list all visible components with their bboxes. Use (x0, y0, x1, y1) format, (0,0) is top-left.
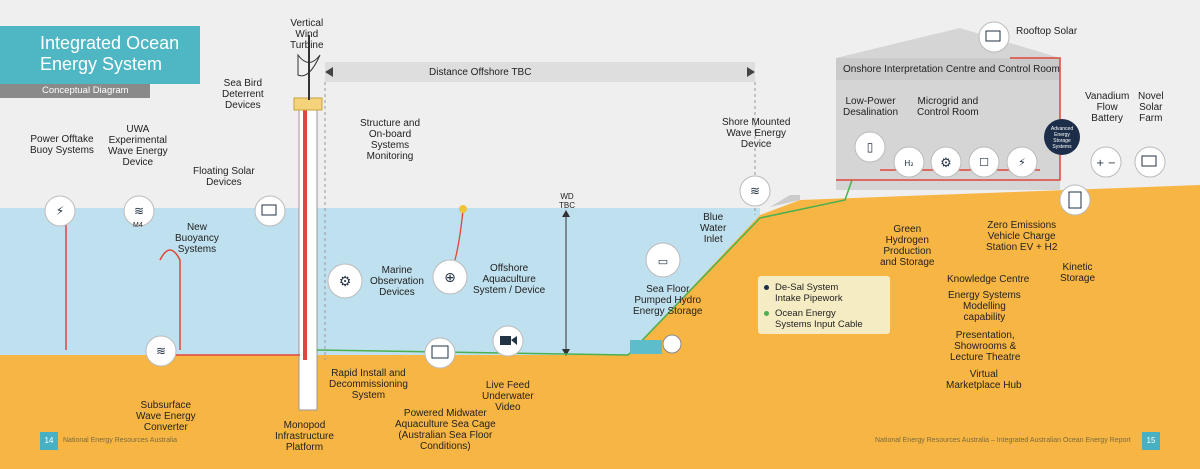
monopod-tower (298, 109, 318, 411)
legend-desal: De-Sal System Intake Pipework (764, 282, 843, 304)
distance-label: Distance Offshore TBC (429, 67, 532, 78)
power-offtake-label: Power Offtake Buoy Systems (30, 134, 94, 156)
pump-wheel (662, 334, 682, 354)
vanadium-battery-icon: + − (1090, 146, 1122, 178)
sea-floor-hydro-label: Sea Floor Pumped Hydro Energy Storage (633, 284, 703, 317)
shore-steps (770, 195, 800, 207)
zero-emissions-label: Zero Emissions Vehicle Charge Station EV… (986, 220, 1058, 253)
legend-cable-text: Ocean Energy Systems Input Cable (775, 308, 863, 330)
hydrogen-tank-icon: H₂ (893, 146, 925, 178)
uwa-wave-icon: ≋ (123, 195, 155, 227)
vanadium-label: Vanadium Flow Battery (1085, 91, 1130, 124)
power-offtake-icon: ⚡ (44, 195, 76, 227)
footer-left-text: National Energy Resources Australia (63, 437, 178, 444)
monopod-label: Monopod Infrastructure Platform (275, 420, 334, 453)
marine-observation-icon: ⚙ (327, 263, 363, 299)
svg-text:⊕: ⊕ (444, 270, 456, 286)
monopod-cable (303, 110, 307, 360)
shore-wave-icon: ≋ (739, 175, 771, 207)
legend-box (758, 276, 890, 334)
floating-solar-icon (254, 195, 286, 227)
shore-wave-label: Shore Mounted Wave Energy Device (722, 117, 791, 150)
new-buoyancy-label: New Buoyancy Systems (175, 222, 219, 255)
knowledge-centre-label: Knowledge Centre (947, 274, 1030, 285)
svg-text:▯: ▯ (867, 140, 874, 154)
onshore-title-bar (836, 58, 1060, 80)
structure-monitoring-label: Structure and On-board Systems Monitorin… (360, 118, 421, 162)
page-number-right: 15 (1142, 432, 1160, 450)
blue-water-inlet-label: Blue Water Inlet (700, 212, 727, 245)
m4-tag: M4 (133, 222, 143, 229)
uwa-device-label: UWA Experimental Wave Energy Device (108, 124, 168, 168)
presentation-label: Presentation, Showrooms & Lecture Theatr… (950, 330, 1021, 363)
onshore-title: Onshore Interpretation Centre and Contro… (843, 64, 1060, 75)
energy-modelling-label: Energy Systems Modelling capability (948, 290, 1021, 323)
microgrid-icon: ⚙ (930, 146, 962, 178)
svg-text:≋: ≋ (156, 344, 166, 358)
footer-right-text: National Energy Resources Australia – In… (875, 437, 1131, 444)
svg-text:⚡: ⚡ (56, 204, 64, 218)
solar-farm-icon (1134, 146, 1166, 178)
wind-turbine-icon (297, 53, 321, 77)
advanced-storage-icon (1044, 119, 1080, 155)
live-feed-label: Live Feed Underwater Video (482, 380, 534, 413)
kinetic-storage-label: Kinetic Storage (1060, 262, 1096, 284)
depth-label: WD TBC (559, 192, 575, 210)
midwater-cage-label: Powered Midwater Aquaculture Sea Cage (A… (395, 408, 496, 452)
green-cable (316, 179, 853, 356)
svg-text:▭: ▭ (658, 255, 668, 268)
subsurface-wave-icon: ≋ (145, 335, 177, 367)
page-title: Integrated Ocean Energy System (40, 33, 180, 74)
rooftop-solar-icon (978, 21, 1010, 53)
wind-turbine-label: Vertical Wind Turbine (290, 18, 324, 51)
subtitle-banner (0, 84, 150, 98)
offshore-aquaculture-label: Offshore Aquaculture System / Device (473, 263, 546, 296)
svg-text:+ −: + − (1096, 158, 1116, 169)
knowledge-centre-icon: ☐ (968, 146, 1000, 178)
svg-text:⚙: ⚙ (339, 274, 352, 290)
page-subtitle: Conceptual Diagram (42, 85, 129, 96)
distance-arrow-right (747, 67, 755, 77)
sea-floor-hydro-icon: ▭ (645, 242, 681, 278)
aquaculture-line (454, 209, 464, 261)
advanced-storage-label: Advanced Energy Storage Systems (1050, 126, 1074, 150)
svg-text:⚙: ⚙ (940, 156, 952, 171)
offshore-aquaculture-icon: ⊕ (432, 259, 468, 295)
sea-bird-label: Sea Bird Deterrent Devices (222, 78, 264, 111)
rooftop-solar-label: Rooftop Solar (1016, 26, 1078, 37)
svg-text:⚡: ⚡ (1018, 156, 1026, 169)
rapid-install-label: Rapid Install and Decommissioning System (329, 368, 408, 401)
title-banner (0, 26, 200, 84)
microgrid-label: Microgrid and Control Room (917, 96, 979, 118)
floating-solar-label: Floating Solar Devices (193, 166, 255, 188)
distance-bar (325, 62, 755, 82)
sea-area (0, 208, 760, 360)
desalination-icon: ▯ (854, 131, 886, 163)
svg-text:☐: ☐ (979, 156, 989, 169)
distance-arrow-left (325, 67, 333, 77)
page-number-left: 14 (40, 432, 58, 450)
aquaculture-buoy (459, 205, 467, 213)
pump-house (630, 340, 662, 354)
kinetic-storage-icon (1059, 184, 1091, 216)
legend-desal-dot (764, 285, 769, 290)
legend-desal-text: De-Sal System Intake Pipework (775, 282, 843, 304)
marine-observation-label: Marine Observation Devices (370, 265, 424, 298)
virtual-hub-label: Virtual Marketplace Hub (946, 369, 1022, 391)
svg-text:≋: ≋ (750, 184, 760, 198)
video-camera-icon (492, 325, 524, 357)
midwater-cage-icon (424, 337, 456, 369)
svg-text:H₂: H₂ (904, 159, 913, 168)
ev-charge-icon: ⚡ (1006, 146, 1038, 178)
low-power-desal-label: Low-Power Desalination (843, 96, 899, 118)
subsurface-wave-label: Subsurface Wave Energy Converter (136, 400, 196, 433)
novel-solar-label: Novel Solar Farm (1138, 91, 1164, 124)
green-hydrogen-label: Green Hydrogen Production and Storage (880, 224, 935, 268)
legend-cable-dot (764, 311, 769, 316)
svg-text:≋: ≋ (134, 204, 144, 218)
legend-cable: Ocean Energy Systems Input Cable (764, 308, 863, 330)
